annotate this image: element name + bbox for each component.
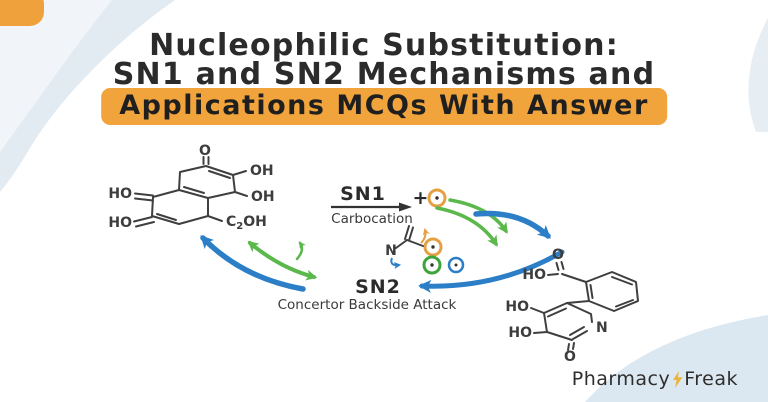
orange-ion-dot-2 xyxy=(431,245,435,249)
carbocation-label: Carbocation xyxy=(331,211,413,227)
plus-sign: + xyxy=(413,187,430,209)
right-molecule: O HO HO HO N O xyxy=(505,247,639,365)
right-ho-acid-label: HO xyxy=(522,267,546,283)
sn2-subtitle-label: Concertor Backside Attack xyxy=(278,297,457,313)
left-c2oh-label: C2OH xyxy=(226,214,267,232)
green-double-arrow-left xyxy=(247,240,318,281)
brand-part1: Pharmacy xyxy=(571,368,671,390)
top-left-orange-blob xyxy=(0,0,44,26)
blue-ion-circle xyxy=(447,256,465,274)
green-hook-arrow xyxy=(295,241,306,261)
small-blue-curved-arrow xyxy=(390,257,402,269)
sn1-label: SN1 xyxy=(340,183,386,205)
c2oh-c: C xyxy=(226,214,236,230)
green-ion-dot xyxy=(430,263,434,267)
left-ho1-label: HO xyxy=(108,186,132,202)
brand-part2: Freak xyxy=(684,368,738,390)
title-highlight-band: Applications MCQs With Answer xyxy=(101,88,667,125)
blue-arrow-to-sn2 xyxy=(418,249,565,293)
right-o-acid-label: O xyxy=(552,247,564,263)
center-molecule-bonds xyxy=(395,225,424,249)
left-molecule-bonds xyxy=(133,156,248,228)
mechanism-arrows xyxy=(200,198,565,293)
bottom-right-wave xyxy=(585,315,768,402)
left-o-label: O xyxy=(199,143,211,159)
left-oh1-label: OH xyxy=(250,163,274,179)
orange-ion-circle-2 xyxy=(423,237,443,257)
sn1-reaction: SN1 + Carbocation xyxy=(331,183,430,227)
center-molecule: N xyxy=(385,225,430,269)
left-molecule: O OH OH HO HO C2OH xyxy=(108,143,274,232)
brand-logo: Pharmacy Freak xyxy=(572,368,738,390)
orange-ion-circle xyxy=(427,188,447,208)
left-oh2-label: OH xyxy=(251,189,275,205)
blue-ion-dot xyxy=(454,263,458,267)
small-orange-curved-arrow xyxy=(420,227,430,244)
ion-circles xyxy=(422,188,465,275)
green-ion-circle xyxy=(422,255,442,275)
center-n-label: N xyxy=(385,243,397,259)
right-edge-wave xyxy=(748,18,768,132)
reaction-arrowhead-icon xyxy=(399,202,412,212)
right-molecule-bonds xyxy=(530,261,639,351)
green-arrow-right-lower xyxy=(435,206,498,247)
right-o-keto-label: O xyxy=(564,349,576,365)
left-ho2-label: HO xyxy=(108,215,132,231)
blue-arrow-to-right-structure xyxy=(473,210,551,239)
right-ho1-label: HO xyxy=(505,299,529,315)
c2oh-oh: OH xyxy=(243,214,267,230)
top-left-wave-inner xyxy=(0,0,112,152)
title-line-1: Nucleophilic Substitution: xyxy=(149,28,619,63)
right-ho2-label: HO xyxy=(508,325,532,341)
sn2-label: SN2 xyxy=(355,276,401,298)
title-line-2: SN1 and SN2 Mechanisms and xyxy=(112,57,656,92)
right-n-label: N xyxy=(596,320,608,336)
c2oh-sub: 2 xyxy=(236,221,243,232)
orange-ion-dot xyxy=(435,196,439,200)
sn2-reaction: SN2 Concertor Backside Attack xyxy=(278,276,457,313)
page-title: Nucleophilic Substitution: SN1 and SN2 M… xyxy=(0,28,768,92)
lightning-bolt-icon xyxy=(673,370,683,388)
